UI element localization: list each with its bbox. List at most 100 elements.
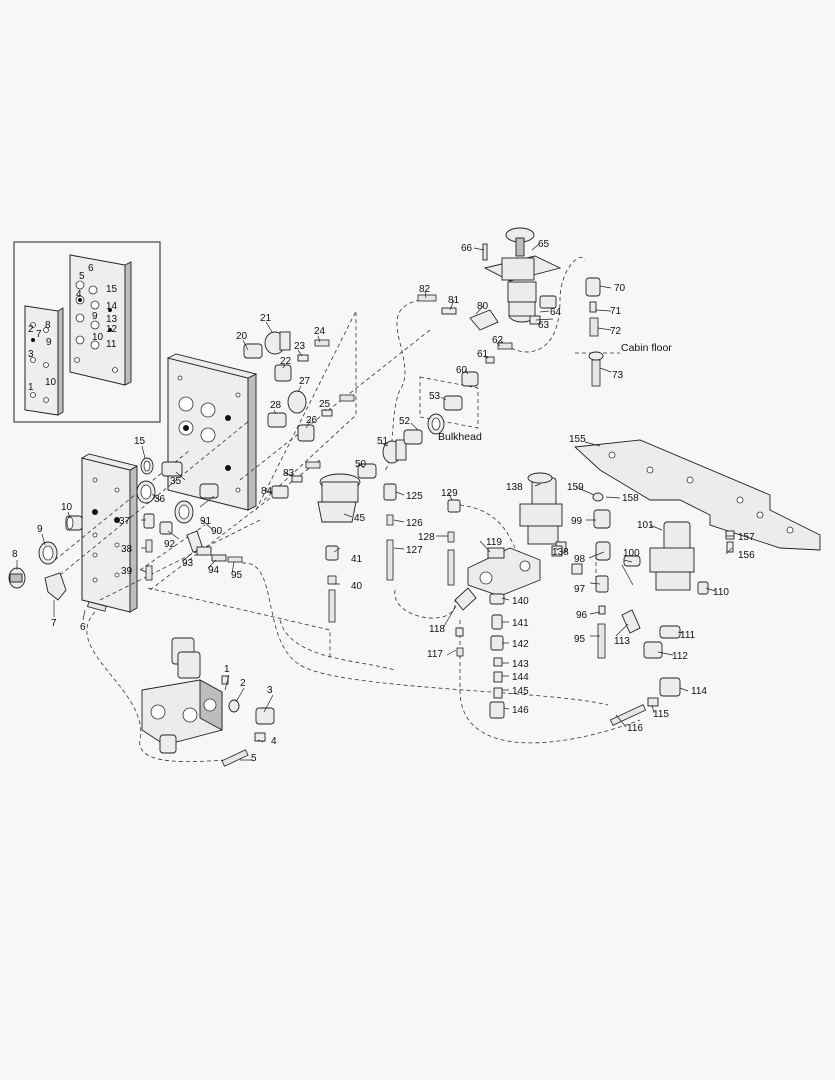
callout-number: 15 bbox=[134, 436, 146, 447]
inset-label: 10 bbox=[45, 377, 57, 388]
inset-label: 14 bbox=[106, 301, 118, 312]
callout-number: 4 bbox=[271, 736, 277, 747]
tube-83b bbox=[305, 461, 321, 469]
callout-number: 26 bbox=[306, 415, 318, 426]
callout-number: 2 bbox=[240, 678, 246, 689]
elbow-fitting-8 bbox=[8, 567, 26, 589]
callout-number: 6 bbox=[80, 622, 86, 633]
tube-6 bbox=[87, 601, 107, 612]
callout-number: 159 bbox=[567, 482, 584, 493]
callout-number: 91 bbox=[200, 516, 212, 527]
callout-number: 9 bbox=[37, 524, 43, 535]
inset-label: 1 bbox=[28, 382, 34, 393]
inset-label: 2 bbox=[28, 324, 34, 335]
callout-number: 7 bbox=[51, 618, 57, 629]
inset-detail-view: 6 5 4 2 3 1 8 7 9 10 15 14 13 12 10 11 9 bbox=[13, 241, 161, 423]
callout-number: 95 bbox=[574, 634, 586, 645]
callout-number: 112 bbox=[672, 651, 688, 662]
callout-number: 23 bbox=[294, 341, 306, 352]
callout-number: 157 bbox=[738, 532, 755, 543]
fitting-21 bbox=[264, 331, 291, 355]
inset-label: 10 bbox=[92, 332, 104, 343]
fitting-90 bbox=[199, 483, 219, 499]
callout-number: 80 bbox=[477, 301, 489, 312]
callout-number: 38 bbox=[121, 544, 133, 555]
callout-number: 92 bbox=[164, 539, 176, 550]
callout-number: 37 bbox=[119, 516, 131, 527]
callout-number: 72 bbox=[610, 326, 622, 337]
callout-number: 50 bbox=[355, 459, 367, 470]
callout-number: 125 bbox=[406, 491, 423, 502]
fittings-top-center bbox=[417, 277, 604, 387]
callout-number: 118 bbox=[429, 624, 445, 635]
callout-number: 24 bbox=[314, 326, 326, 337]
callout-number: 141 bbox=[512, 618, 529, 629]
callout-number: 146 bbox=[512, 705, 529, 716]
callout-number: 117 bbox=[427, 649, 443, 660]
callout-number: 20 bbox=[236, 331, 248, 342]
callout-number: 143 bbox=[512, 659, 529, 670]
fitting-36 bbox=[136, 480, 156, 504]
callout-number: 155 bbox=[569, 434, 586, 445]
callout-number: 114 bbox=[691, 686, 707, 697]
fitting-10 bbox=[65, 515, 83, 531]
callout-number: 3 bbox=[267, 685, 273, 696]
callout-number: 145 bbox=[512, 686, 529, 697]
inset-label: 12 bbox=[106, 324, 118, 335]
tube-38 bbox=[145, 539, 153, 553]
cabin-floor-note: Cabin floor bbox=[621, 342, 672, 354]
inset-label: 9 bbox=[46, 337, 52, 348]
callout-number: 97 bbox=[574, 584, 586, 595]
callout-number: 27 bbox=[299, 376, 311, 387]
ring-15 bbox=[140, 457, 154, 475]
leader-lines bbox=[16, 243, 734, 761]
callout-number: 10 bbox=[61, 502, 73, 513]
callout-number: 39 bbox=[121, 566, 133, 577]
callout-number: 138 bbox=[552, 547, 569, 558]
callout-number: 53 bbox=[429, 391, 441, 402]
fitting-35 bbox=[161, 461, 183, 477]
callout-number: 61 bbox=[477, 349, 489, 360]
elbow-93 bbox=[186, 530, 212, 556]
fitting-84 bbox=[271, 485, 289, 499]
inset-label: 5 bbox=[79, 271, 85, 282]
callout-number: 140 bbox=[512, 596, 529, 607]
callout-number: 22 bbox=[280, 356, 292, 367]
callout-number: 129 bbox=[441, 488, 458, 499]
callout-number: 110 bbox=[713, 587, 729, 598]
inset-label: 3 bbox=[28, 349, 34, 360]
fitting-25 bbox=[321, 409, 333, 417]
callout-number: 158 bbox=[622, 493, 639, 504]
callout-number: 62 bbox=[492, 335, 504, 346]
callout-number: 115 bbox=[653, 709, 669, 720]
callout-number: 65 bbox=[538, 239, 550, 250]
solenoid-valve-101 bbox=[649, 521, 709, 595]
solenoid-valve-138 bbox=[519, 472, 567, 553]
callout-number: 119 bbox=[486, 537, 502, 548]
callout-number: 111 bbox=[680, 630, 696, 641]
callout-number: 51 bbox=[377, 436, 389, 447]
fittings-left-group bbox=[8, 331, 355, 612]
bracket-155 bbox=[573, 439, 821, 551]
fitting-91 bbox=[174, 500, 194, 524]
inset-label: 15 bbox=[106, 284, 118, 295]
callout-number: 116 bbox=[627, 723, 643, 734]
inset-label: 9 bbox=[92, 311, 98, 322]
inset-label: 11 bbox=[106, 339, 117, 350]
callout-number: 40 bbox=[351, 581, 363, 592]
callout-number: 73 bbox=[612, 370, 624, 381]
elbow-22 bbox=[274, 364, 292, 382]
fitting-92 bbox=[159, 521, 173, 535]
callout-number: 156 bbox=[738, 550, 755, 561]
callout-number: 98 bbox=[574, 554, 586, 565]
callout-number: 35 bbox=[170, 476, 182, 487]
fitting-83 bbox=[291, 475, 303, 483]
callout-number: 1 bbox=[224, 664, 230, 675]
fitting-27 bbox=[287, 390, 307, 414]
hand-control-valve-65 bbox=[482, 227, 562, 325]
callout-number: 142 bbox=[512, 639, 529, 650]
fitting-94 bbox=[211, 554, 227, 562]
fitting-9 bbox=[38, 541, 58, 565]
callout-number: 36 bbox=[154, 494, 166, 505]
